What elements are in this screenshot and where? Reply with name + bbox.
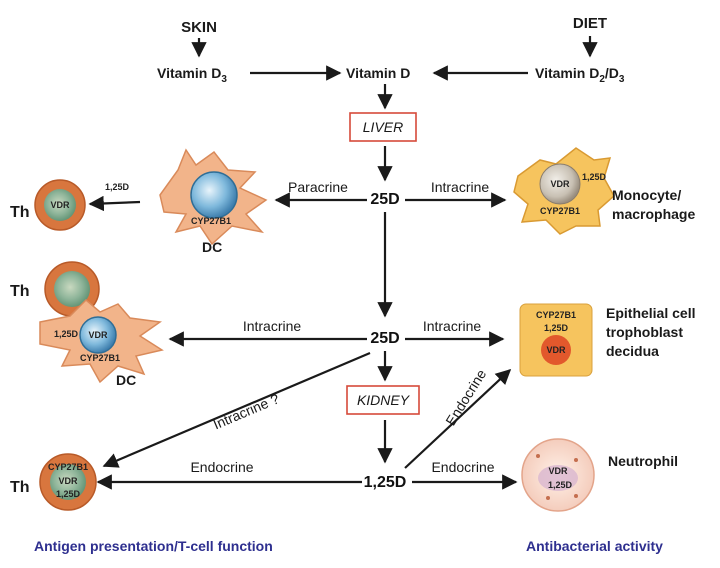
svg-text:VDR: VDR xyxy=(88,330,108,340)
intracrine-q-label: Intracrine ? xyxy=(211,390,282,432)
svg-text:CYP27B1: CYP27B1 xyxy=(191,216,231,226)
kidney-box xyxy=(346,385,420,415)
dc-cell-top: CYP27B1 xyxy=(159,148,268,246)
125d-small-top: 1,25D xyxy=(105,182,130,192)
neutrophil-label: Neutrophil xyxy=(608,453,678,469)
epithelial-label: Epithelial cell xyxy=(606,305,695,321)
dc-cell-mid: VDR 1,25D CYP27B1 xyxy=(39,298,164,384)
macrophage-label: macrophage xyxy=(612,206,695,222)
decidua-label: decidua xyxy=(606,343,659,359)
25d-top: 25D xyxy=(370,191,399,208)
kidney-label: KIDNEY xyxy=(357,392,411,408)
svg-text:VDR: VDR xyxy=(50,200,70,210)
th-label-bottom: Th xyxy=(10,479,30,496)
paracrine-label: Paracrine xyxy=(288,179,348,195)
vitamin-d3-label: Vitamin D3 xyxy=(157,65,227,85)
th-label-mid: Th xyxy=(10,283,30,300)
dc-label-mid: DC xyxy=(116,372,136,388)
svg-text:CYP27B1: CYP27B1 xyxy=(536,310,576,320)
th-cell-bottom: CYP27B1 VDR 1,25D xyxy=(39,453,97,511)
svg-text:CYP27B1: CYP27B1 xyxy=(48,462,88,472)
th-label-top: Th xyxy=(10,204,30,221)
endocrine-diag-arrow xyxy=(404,368,512,469)
liver-box xyxy=(349,112,417,142)
125d-hub: 1,25D xyxy=(364,474,407,491)
dc-to-th-arrow xyxy=(88,195,141,212)
liver-label: LIVER xyxy=(363,119,403,135)
caption-left: Antigen presentation/T-cell function xyxy=(34,538,273,554)
caption-right: Antibacterial activity xyxy=(526,538,663,554)
skin-label: SKIN xyxy=(181,19,217,36)
svg-text:1,25D: 1,25D xyxy=(54,329,79,339)
svg-text:CYP27B1: CYP27B1 xyxy=(540,206,580,216)
trophoblast-label: trophoblast xyxy=(606,324,683,340)
svg-text:VDR: VDR xyxy=(58,476,78,486)
monocyte-label: Monocyte/ xyxy=(612,187,681,203)
macrophage-cell: VDR 1,25D CYP27B1 xyxy=(513,147,615,235)
intracrine-right-label: Intracrine xyxy=(423,318,482,334)
vitamin-d2d3-label: Vitamin D2/D3 xyxy=(535,65,625,85)
svg-text:VDR: VDR xyxy=(550,179,570,189)
svg-text:VDR: VDR xyxy=(548,466,568,476)
vitamin-d-label: Vitamin D xyxy=(346,65,410,81)
th-cell-top: VDR xyxy=(34,179,86,231)
svg-text:VDR: VDR xyxy=(546,345,566,355)
svg-text:1,25D: 1,25D xyxy=(544,323,569,333)
svg-text:1,25D: 1,25D xyxy=(582,172,607,182)
intracrine-q-arrow xyxy=(102,351,371,468)
endocrine-left-label: Endocrine xyxy=(190,459,253,475)
svg-text:CYP27B1: CYP27B1 xyxy=(80,353,120,363)
svg-text:1,25D: 1,25D xyxy=(548,480,573,490)
svg-text:1,25D: 1,25D xyxy=(56,489,81,499)
diet-label: DIET xyxy=(573,15,607,32)
intracrine-left-label: Intracrine xyxy=(243,318,302,334)
intracrine-top-label: Intracrine xyxy=(431,179,490,195)
endocrine-right-label: Endocrine xyxy=(431,459,494,475)
neutrophil-cell: VDR 1,25D xyxy=(521,438,595,512)
25d-mid: 25D xyxy=(370,330,399,347)
dc-label-top: DC xyxy=(202,239,222,255)
epithelial-cell: CYP27B1 1,25D VDR xyxy=(519,303,593,377)
